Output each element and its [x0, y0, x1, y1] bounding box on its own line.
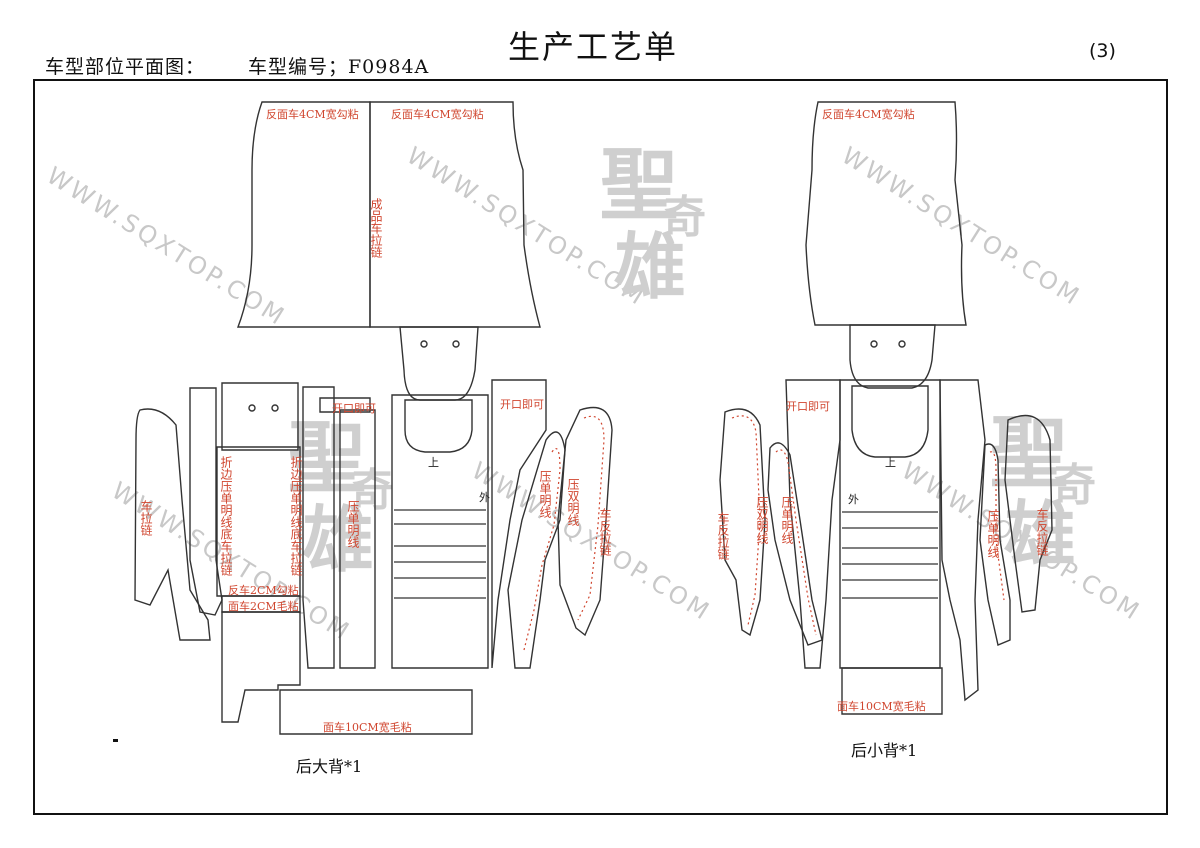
pattern-piece	[767, 442, 823, 646]
pattern-piece	[1004, 414, 1053, 613]
pattern-piece	[851, 385, 929, 458]
pattern-piece	[236, 101, 371, 328]
right-notes: 反面车4CM宽勾粘 开口即可 车反拉链 压双明线 压单明线 压单明线 车反拉链 …	[716, 107, 1049, 760]
pattern-piece	[319, 397, 371, 413]
right-pattern-pieces	[719, 101, 1053, 715]
pattern-piece	[399, 326, 479, 401]
pattern-piece	[369, 101, 541, 328]
watermark-brand-char: 聖	[288, 413, 366, 504]
pattern-piece	[491, 379, 547, 669]
watermark-brand-char: 奇	[1052, 460, 1096, 511]
pattern-piece	[302, 386, 335, 669]
subtitle-label: 车型部位平面图：	[45, 56, 206, 78]
watermark-brand-char: 聖	[990, 408, 1068, 499]
mark-out: 外	[848, 493, 859, 506]
watermark-url: WWW.SQXTOP.COM	[42, 161, 291, 331]
watermark-brand-char: 聖	[600, 140, 678, 231]
watermark-brand-char: 雄	[614, 224, 686, 309]
note-double-line: 压双明线	[755, 496, 769, 544]
pattern-piece	[557, 406, 613, 637]
pattern-piece	[221, 611, 301, 723]
note-opening: 开口即可	[786, 400, 830, 413]
watermark-brand-char: 雄	[302, 497, 374, 582]
pattern-piece	[839, 379, 941, 669]
left-notes: 反面车4CM宽勾粘 反面车4CM宽勾粘 成品车拉链 开口即可 开口即可 折边压单…	[113, 107, 612, 776]
note-side-zip: 车反拉链	[1035, 507, 1049, 556]
hole-mark	[452, 340, 460, 348]
mark-up: 上	[428, 456, 439, 469]
left-pattern-pieces	[134, 101, 613, 735]
pattern-piece	[849, 324, 936, 389]
pattern-piece	[189, 387, 223, 616]
mark-up: 上	[885, 456, 896, 469]
pattern-piece	[979, 443, 1011, 646]
pattern-piece	[719, 408, 766, 637]
pattern-piece	[391, 394, 489, 669]
note-double-line: 压双明线	[566, 478, 580, 526]
mark-out: 外	[479, 491, 490, 504]
right-caption: 后小背*1	[851, 741, 917, 760]
watermark-url: WWW.SQXTOP.COM	[467, 456, 716, 626]
note-side-zip: 车反拉链	[598, 507, 612, 556]
watermark-brand-char: 奇	[350, 465, 394, 516]
pattern-piece	[507, 431, 566, 669]
note-face-10cm: 面车10CM宽毛粘	[323, 720, 412, 734]
left-caption: 后大背*1	[296, 757, 362, 776]
note-side-zip: 车反拉链	[716, 511, 730, 560]
note-single-line: 压单明线	[780, 496, 794, 544]
note-opening: 开口即可	[332, 402, 376, 415]
note-single-line: 压单明线	[538, 470, 552, 518]
hole-mark	[420, 340, 428, 348]
pattern-piece	[785, 379, 841, 669]
note-opening: 开口即可	[500, 398, 544, 411]
pattern-piece	[221, 382, 299, 451]
pattern-piece	[841, 667, 943, 715]
note-fold: 折边压单明线底车拉链	[219, 455, 233, 576]
page-title: 生产工艺单	[508, 28, 679, 66]
page-number: (3)	[1089, 40, 1116, 62]
note-face: 面车2CM毛粘	[228, 599, 299, 613]
note-single-line: 压单明线	[986, 510, 1000, 558]
pattern-piece	[339, 409, 376, 669]
note-reverse: 反车2CM勾粘	[228, 583, 299, 597]
pattern-piece	[805, 101, 967, 326]
note-glue: 反面车4CM宽勾粘	[822, 107, 915, 121]
pattern-piece	[134, 408, 211, 641]
note-glue: 反面车4CM宽勾粘	[391, 107, 484, 121]
watermarks: WWW.SQXTOP.COM WWW.SQXTOP.COM WWW.SQXTOP…	[42, 140, 1146, 647]
drawing-frame	[33, 79, 1168, 815]
watermark-brand-char: 奇	[662, 192, 706, 243]
pattern-piece	[939, 379, 986, 702]
pattern-piece	[279, 689, 473, 735]
model-number: 车型编号；F0984A	[248, 56, 430, 78]
note-face-10cm: 面车10CM宽毛粘	[837, 699, 926, 713]
note-fold: 折边压单明线底车拉链	[289, 455, 303, 576]
note-single-line: 压单明线	[346, 500, 360, 548]
note-glue: 反面车4CM宽勾粘	[266, 107, 359, 121]
note-side-zip: 车拉链	[139, 499, 153, 536]
pattern-piece	[404, 399, 473, 453]
note-zipper: 成品车拉链	[369, 198, 383, 258]
